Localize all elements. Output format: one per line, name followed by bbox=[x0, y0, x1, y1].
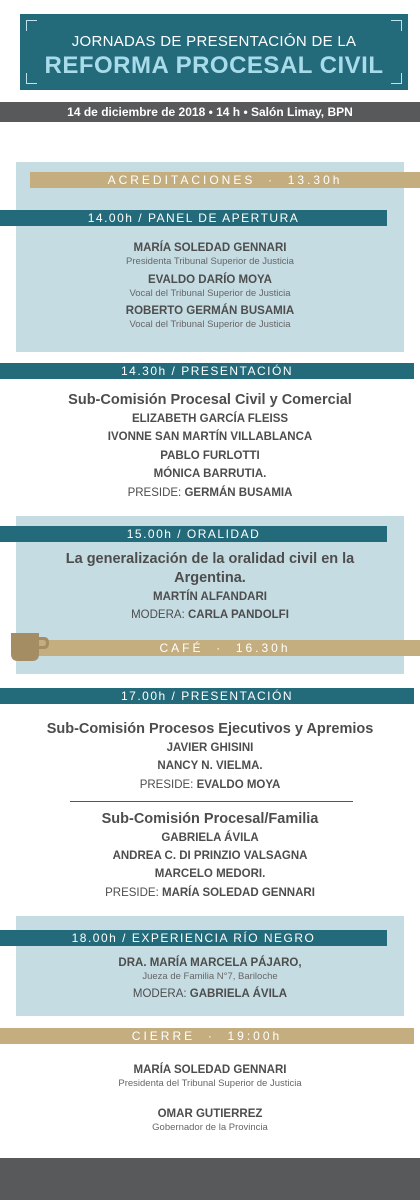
moderator-label: MODERA: bbox=[131, 609, 185, 621]
header-subtitle: JORNADAS DE PRESENTACIÓN DE LA bbox=[71, 33, 357, 50]
accreditation-bar: ACREDITACIONES · 13.30h bbox=[30, 172, 420, 188]
presider-line: PRESIDE: GERMÁN BUSAMIA bbox=[0, 487, 420, 499]
moderator-name: GABRIELA ÁVILA bbox=[189, 988, 288, 1000]
speaker-name: DRA. MARÍA MARCELA PÁJARO, bbox=[118, 957, 302, 969]
frame-corner bbox=[391, 20, 402, 31]
speaker-name: MARTÍN ALFANDARI bbox=[153, 591, 267, 603]
footer-bar bbox=[0, 1158, 420, 1200]
presentation2-header-bar: 17.00h / PRESENTACIÓN bbox=[0, 688, 414, 704]
presentation1-header-bar: 14.30h / PRESENTACIÓN bbox=[0, 363, 414, 379]
member-name: MARCELO MEDORI. bbox=[154, 868, 266, 880]
presider-label: PRESIDE: bbox=[139, 779, 194, 791]
member-name: JAVIER GHISINI bbox=[166, 742, 254, 754]
coffee-label: CAFÉ bbox=[159, 641, 204, 655]
person-role: Gobernador de la Provincia bbox=[152, 1122, 268, 1133]
presentation1-title: Sub-Comisión Procesal Civil y Comercial bbox=[68, 392, 352, 408]
frame-corner bbox=[26, 73, 37, 84]
coffee-cup-icon bbox=[11, 633, 49, 661]
presider-line: PRESIDE: EVALDO MOYA bbox=[0, 779, 420, 791]
moderator-name: CARLA PANDOLFI bbox=[187, 609, 289, 621]
person-name: MARÍA SOLEDAD GENNARI bbox=[133, 1064, 287, 1076]
opening-section-box bbox=[16, 162, 404, 352]
experience-header-bar: 18.00h / EXPERIENCIA RÍO NEGRO bbox=[0, 930, 387, 946]
orality-title-line2: Argentina. bbox=[174, 570, 246, 586]
member-name: NANCY N. VIELMA. bbox=[157, 760, 263, 772]
moderator-line: MODERA: CARLA PANDOLFI bbox=[0, 609, 420, 621]
orality-header-bar: 15.00h / ORALIDAD bbox=[0, 526, 387, 542]
coffee-bar: CAFÉ · 16.30h bbox=[30, 640, 420, 656]
frame-corner bbox=[26, 20, 37, 31]
person-role: Presidenta Tribunal Superior de Justicia bbox=[126, 256, 294, 267]
group2-title: Sub-Comisión Procesal/Familia bbox=[101, 811, 319, 827]
group1-title: Sub-Comisión Procesos Ejecutivos y Aprem… bbox=[46, 721, 374, 737]
closing-bar: CIERRE · 19:00h bbox=[0, 1028, 414, 1044]
closing-time: 19:00h bbox=[227, 1029, 283, 1043]
presider-name: EVALDO MOYA bbox=[196, 779, 281, 791]
closing-label: CIERRE bbox=[131, 1029, 196, 1043]
coffee-time: 16.30h bbox=[235, 641, 291, 655]
presider-name: GERMÁN BUSAMIA bbox=[184, 487, 293, 499]
orality-title-line1: La generalización de la oralidad civil e… bbox=[65, 551, 355, 567]
opening-header-bar: 14.00h / PANEL DE APERTURA bbox=[0, 210, 387, 226]
accreditation-time: 13.30h bbox=[287, 173, 343, 187]
member-name: GABRIELA ÁVILA bbox=[161, 832, 259, 844]
accreditation-label: ACREDITACIONES bbox=[107, 173, 256, 187]
person-name: OMAR GUTIERREZ bbox=[157, 1108, 263, 1120]
member-name: ANDREA C. DI PRINZIO VALSAGNA bbox=[112, 850, 308, 862]
person-name: MARÍA SOLEDAD GENNARI bbox=[133, 242, 287, 254]
member-name: IVONNE SAN MARTÍN VILLABLANCA bbox=[107, 431, 313, 443]
member-name: ELIZABETH GARCÍA FLEISS bbox=[131, 413, 289, 425]
presider-line: PRESIDE: MARÍA SOLEDAD GENNARI bbox=[0, 887, 420, 899]
separator-dot: · bbox=[201, 1029, 222, 1043]
speaker-role: Jueza de Familia N°7, Bariloche bbox=[142, 971, 278, 982]
person-role: Vocal del Tribunal Superior de Justicia bbox=[129, 288, 291, 299]
separator-dot: · bbox=[209, 641, 230, 655]
member-name: MÓNICA BARRUTIA. bbox=[153, 468, 267, 480]
date-bar: 14 de diciembre de 2018 • 14 h • Salón L… bbox=[0, 102, 420, 122]
header-title: REFORMA PROCESAL CIVIL bbox=[44, 52, 384, 79]
frame-corner bbox=[391, 73, 402, 84]
presider-name: MARÍA SOLEDAD GENNARI bbox=[161, 887, 315, 899]
separator-dot: · bbox=[261, 173, 282, 187]
person-name: EVALDO DARÍO MOYA bbox=[148, 274, 272, 286]
presider-label: PRESIDE: bbox=[127, 487, 182, 499]
divider bbox=[70, 801, 353, 802]
member-name: PABLO FURLOTTI bbox=[160, 450, 260, 462]
event-header: JORNADAS DE PRESENTACIÓN DE LA REFORMA P… bbox=[20, 14, 408, 90]
person-role: Vocal del Tribunal Superior de Justicia bbox=[129, 319, 291, 330]
person-name: ROBERTO GERMÁN BUSAMIA bbox=[125, 305, 295, 317]
presider-label: PRESIDE: bbox=[105, 887, 159, 899]
moderator-line: MODERA: GABRIELA ÁVILA bbox=[0, 988, 420, 1000]
moderator-label: MODERA: bbox=[132, 988, 187, 1000]
person-role: Presidenta del Tribunal Superior de Just… bbox=[118, 1078, 302, 1089]
